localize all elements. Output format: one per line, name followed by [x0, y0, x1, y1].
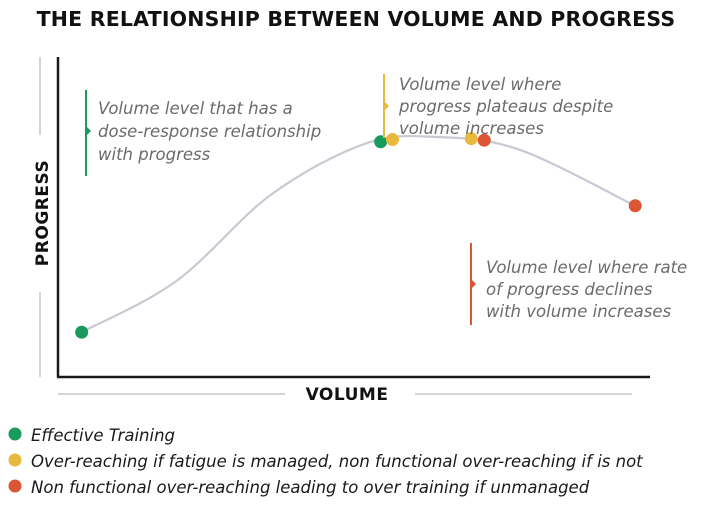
y-axis-label: PROGRESS [33, 160, 53, 266]
annotation-decline: Volume level where rate of progress decl… [470, 243, 687, 325]
annotation-plateau-line-1: Volume level where [399, 75, 561, 94]
chart-title: THE RELATIONSHIP BETWEEN VOLUME AND PROG… [37, 7, 676, 31]
legend-label-over-reaching: Over-reaching if fatigue is managed, non… [31, 452, 643, 471]
legend-marker-effective [8, 427, 22, 441]
data-point-series-1-0 [385, 133, 399, 147]
data-point-series-2-0 [477, 133, 491, 147]
annotation-plateau-line-3: volume increases [399, 119, 544, 138]
annotation-decline-line-2: of progress declines [486, 280, 653, 299]
annotation-effective-line-2: dose-response relationship [98, 122, 321, 141]
annotation-plateau-line-2: progress plateaus despite [398, 97, 613, 116]
progress-curve [80, 134, 640, 334]
data-point-series-0-0 [75, 325, 89, 339]
annotation-decline-pointer [471, 279, 476, 289]
x-axis-label: VOLUME [306, 385, 389, 405]
annotation-effective: Volume level that has a dose-response re… [85, 90, 321, 176]
annotation-effective-line-1: Volume level that has a [98, 99, 293, 118]
data-point-series-2-1 [628, 199, 642, 213]
legend-marker-over-reaching [8, 453, 22, 467]
legend-label-effective: Effective Training [31, 426, 175, 445]
legend: Effective Training Over-reaching if fati… [8, 426, 643, 497]
annotation-decline-line-3: with volume increases [486, 302, 672, 321]
data-point-series-1-1 [464, 132, 478, 146]
annotation-effective-pointer [86, 126, 91, 136]
annotation-decline-line-1: Volume level where rate [486, 258, 687, 277]
annotation-plateau-pointer [384, 101, 389, 111]
legend-marker-over-training [8, 479, 22, 493]
annotation-effective-line-3: with progress [98, 145, 211, 164]
data-point-series-0-1 [374, 135, 388, 149]
data-points [75, 132, 642, 339]
legend-label-over-training: Non functional over-reaching leading to … [31, 478, 590, 497]
annotation-plateau: Volume level where progress plateaus des… [383, 74, 613, 138]
